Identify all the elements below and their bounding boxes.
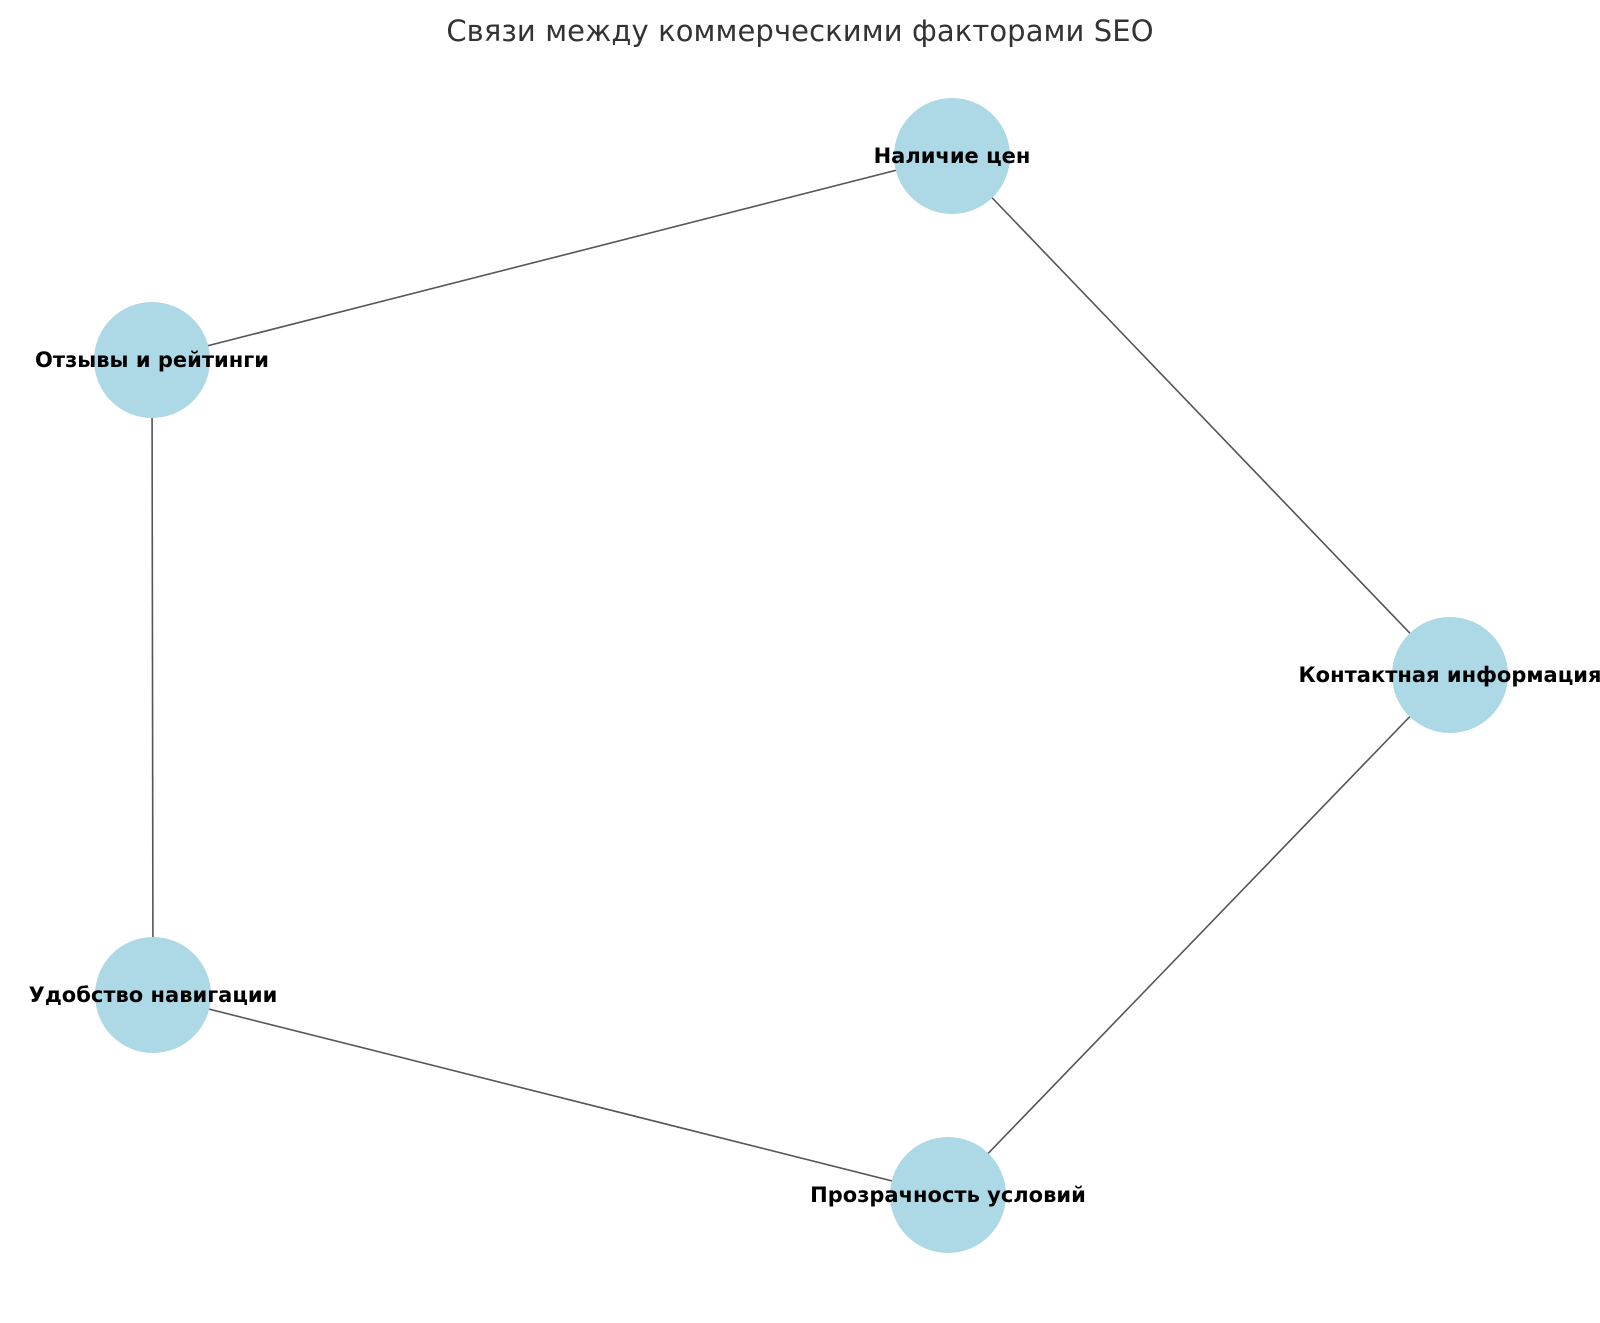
graph-edge	[951, 155, 1451, 676]
graph-node-navigation[interactable]	[95, 937, 211, 1053]
graph-node-contacts[interactable]	[1392, 617, 1508, 733]
graph-node-terms[interactable]	[890, 1137, 1006, 1253]
graph-edge	[151, 155, 953, 361]
page-title: Связи между коммерческими факторами SEO	[446, 14, 1154, 48]
edges-layer	[151, 155, 1451, 1196]
graph-edge	[152, 994, 949, 1196]
nodes-layer	[94, 98, 1508, 1253]
graph-edge	[151, 359, 154, 996]
graph-node-prices[interactable]	[894, 98, 1010, 214]
graph-node-reviews[interactable]	[94, 302, 210, 418]
graph-edge	[947, 674, 1451, 1196]
